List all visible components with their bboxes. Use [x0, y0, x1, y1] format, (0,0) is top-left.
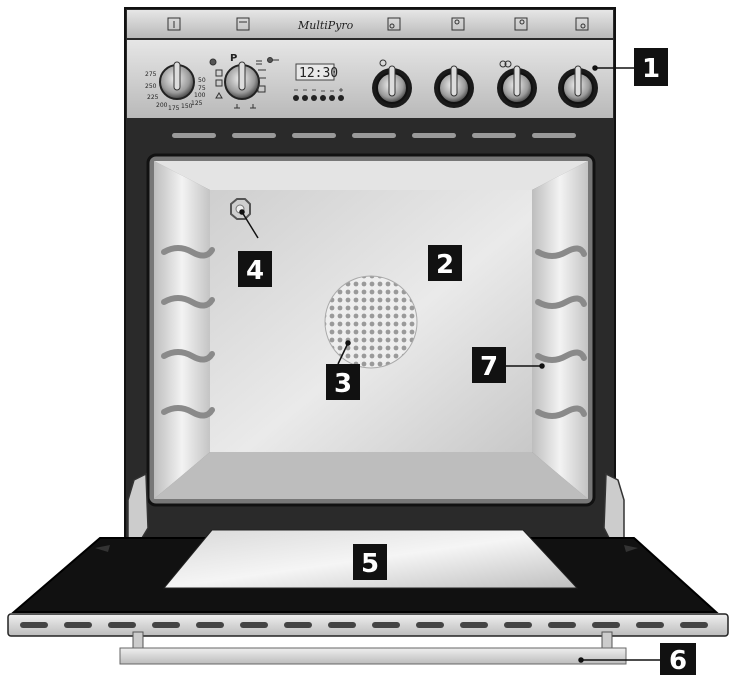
- clock-button-2: [302, 95, 308, 101]
- callout-1: 1: [634, 48, 668, 86]
- svg-text:75: 75: [198, 85, 206, 92]
- svg-text:1: 1: [642, 54, 660, 84]
- clock-button-5: [329, 95, 335, 101]
- svg-text:50: 50: [198, 77, 206, 84]
- callout-4: 4: [238, 251, 272, 287]
- oven-lamp: [231, 199, 250, 219]
- svg-text:200: 200: [156, 102, 168, 109]
- brand-logo: MultiPyro: [297, 19, 354, 32]
- svg-text:175: 175: [168, 105, 180, 112]
- callout-5: 5: [353, 544, 387, 580]
- function-strip: [127, 10, 613, 38]
- clock-button-6: [338, 95, 344, 101]
- callout-6: 6: [660, 643, 696, 675]
- svg-text:2: 2: [436, 250, 454, 280]
- svg-text:6: 6: [669, 646, 687, 675]
- clock-button-4: [320, 95, 326, 101]
- callout-3: 3: [326, 364, 360, 400]
- callout-7: 7: [472, 347, 506, 383]
- svg-text:275: 275: [145, 71, 157, 78]
- svg-text:100: 100: [194, 92, 206, 99]
- door-bottom-strip: [8, 614, 728, 636]
- clock-button-1: [293, 95, 299, 101]
- svg-text:4: 4: [246, 256, 264, 286]
- svg-text:3: 3: [334, 369, 352, 399]
- callout-2: 2: [428, 245, 462, 281]
- svg-text:250: 250: [145, 83, 157, 90]
- svg-text:225: 225: [147, 94, 159, 101]
- clock-button-3: [311, 95, 317, 101]
- clock-value: 12:30: [299, 66, 338, 81]
- clock-display: 12:30: [296, 64, 338, 81]
- door-handle[interactable]: [120, 632, 626, 664]
- fan-cover: [325, 276, 417, 368]
- program-label: P: [230, 53, 237, 64]
- svg-text:5: 5: [361, 549, 379, 579]
- svg-text:125: 125: [191, 100, 203, 107]
- svg-text:7: 7: [480, 352, 498, 382]
